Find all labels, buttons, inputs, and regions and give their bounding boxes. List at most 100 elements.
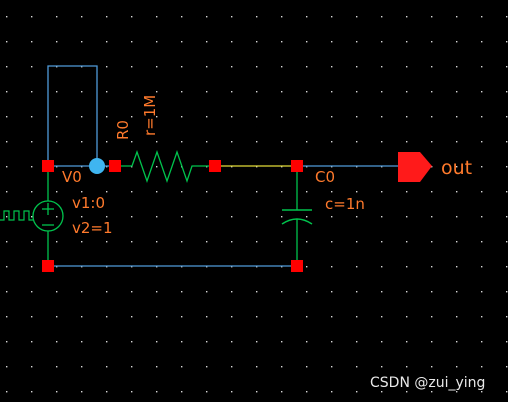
grid-dot xyxy=(31,316,33,318)
junction-dot[interactable] xyxy=(89,158,105,174)
grid-dot xyxy=(106,141,108,143)
grid-dot xyxy=(206,216,208,218)
grid-dot xyxy=(331,366,333,368)
source-param1-label: v1:0 xyxy=(72,194,105,212)
grid-dot xyxy=(206,16,208,18)
grid-dot xyxy=(31,116,33,118)
connection-pins[interactable] xyxy=(42,160,303,272)
pin-c0-top[interactable] xyxy=(291,160,303,172)
grid-dot xyxy=(131,291,133,293)
grid-dot xyxy=(481,216,483,218)
grid-dot xyxy=(81,241,83,243)
grid-dot xyxy=(156,316,158,318)
grid-dot xyxy=(356,316,358,318)
grid-dot xyxy=(331,41,333,43)
grid-dot xyxy=(306,116,308,118)
grid-dot xyxy=(331,216,333,218)
grid-dot xyxy=(406,291,408,293)
resistor-symbol xyxy=(115,150,215,184)
grid-dot xyxy=(6,191,8,193)
grid-dot xyxy=(6,341,8,343)
grid-dot xyxy=(456,66,458,68)
grid-dot xyxy=(156,41,158,43)
wire-loop[interactable] xyxy=(47,65,98,166)
grid-dot xyxy=(356,216,358,218)
grid-dot xyxy=(381,91,383,93)
grid-dot xyxy=(206,241,208,243)
pin-v0-bottom[interactable] xyxy=(42,260,54,272)
grid-dot xyxy=(256,66,258,68)
grid-dot xyxy=(381,166,383,168)
grid-dot xyxy=(331,16,333,18)
grid-dot xyxy=(6,41,8,43)
grid-dot xyxy=(431,316,433,318)
grid-dot xyxy=(331,291,333,293)
grid-dot xyxy=(56,41,58,43)
grid-dot xyxy=(6,16,8,18)
grid-dot xyxy=(481,291,483,293)
wires[interactable] xyxy=(47,65,400,267)
grid-dot xyxy=(281,116,283,118)
resistor-r0[interactable] xyxy=(115,150,215,184)
grid-dot xyxy=(181,216,183,218)
grid-dot xyxy=(56,166,58,168)
grid-dot xyxy=(281,291,283,293)
grid-dot xyxy=(331,341,333,343)
grid-dot xyxy=(506,191,508,193)
grid-dot xyxy=(31,191,33,193)
grid-dot xyxy=(481,116,483,118)
grid-dot xyxy=(481,91,483,93)
grid-dot xyxy=(431,191,433,193)
pin-c0-bottom[interactable] xyxy=(291,260,303,272)
grid-dot xyxy=(206,291,208,293)
pin-r0-right[interactable] xyxy=(209,160,221,172)
grid-dot xyxy=(131,91,133,93)
grid-dot xyxy=(56,116,58,118)
pin-v0-top[interactable] xyxy=(42,160,54,172)
grid-dot xyxy=(6,166,8,168)
output-pin-label: out xyxy=(441,157,472,179)
grid-dot xyxy=(456,241,458,243)
grid-dot xyxy=(31,291,33,293)
grid-dot xyxy=(431,166,433,168)
grid-dot xyxy=(356,191,358,193)
grid-dot xyxy=(481,191,483,193)
grid-dot xyxy=(56,141,58,143)
grid-dot xyxy=(156,291,158,293)
grid-dot xyxy=(231,141,233,143)
grid-dot xyxy=(131,16,133,18)
grid-dot xyxy=(356,41,358,43)
output-pin-icon[interactable] xyxy=(398,152,432,182)
grid-dot xyxy=(406,191,408,193)
grid-dot xyxy=(206,41,208,43)
grid-dot xyxy=(456,116,458,118)
grid-dot xyxy=(106,291,108,293)
grid-dot xyxy=(131,391,133,393)
grid-dot xyxy=(181,366,183,368)
grid-dot xyxy=(256,16,258,18)
grid-dot xyxy=(106,316,108,318)
grid-dot xyxy=(481,316,483,318)
grid-dot xyxy=(106,341,108,343)
grid-dot xyxy=(331,66,333,68)
grid-dot xyxy=(256,116,258,118)
grid-dot xyxy=(181,291,183,293)
grid-dot xyxy=(206,366,208,368)
capacitor-c0[interactable] xyxy=(281,166,313,266)
grid-dot xyxy=(456,391,458,393)
grid-dot xyxy=(356,341,358,343)
grid-dot xyxy=(406,41,408,43)
grid-dot xyxy=(356,291,358,293)
grid-dot xyxy=(6,66,8,68)
pin-r0-left[interactable] xyxy=(109,160,121,172)
grid-dot xyxy=(281,216,283,218)
grid-dot xyxy=(306,41,308,43)
grid-dot xyxy=(506,41,508,43)
grid-dot xyxy=(106,41,108,43)
grid-dot xyxy=(181,391,183,393)
grid-dot xyxy=(431,91,433,93)
grid-dot xyxy=(456,41,458,43)
grid-dot xyxy=(56,291,58,293)
